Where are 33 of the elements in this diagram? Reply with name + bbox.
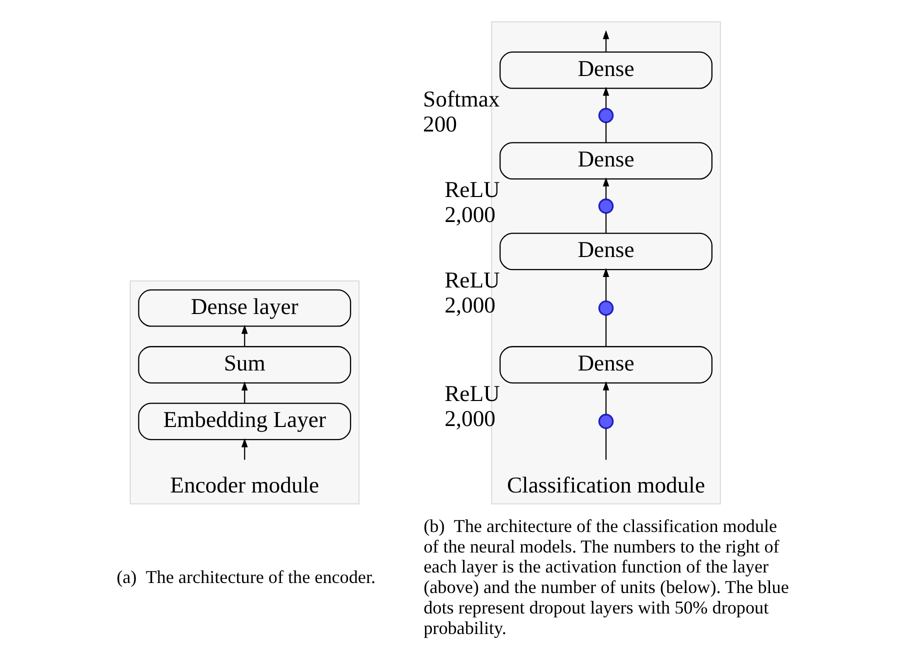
node-circle <box>598 300 614 316</box>
connector <box>604 213 606 234</box>
node-box: Dense <box>499 52 712 89</box>
arrow <box>240 438 248 460</box>
node-label: 2,000 <box>444 202 496 228</box>
connector <box>604 122 606 143</box>
label: (a) The architecture of the encoder. <box>116 566 376 587</box>
arrow <box>240 381 248 404</box>
arrow <box>602 177 609 200</box>
arrow <box>602 268 609 302</box>
arrow <box>602 30 609 52</box>
node-label: 2,000 <box>444 292 496 318</box>
node-circle <box>598 198 614 214</box>
node-box: Sum <box>138 346 351 384</box>
connector <box>604 315 606 346</box>
node-circle <box>598 108 614 124</box>
node-box: Embedding Layer <box>138 402 351 440</box>
connector <box>604 428 606 460</box>
label: (b) The architecture of the classification module of the neural models. The numbers to the right of each layer is the activation function of the layer (above) and the number of units (below). The blue dots represent dropout layers with 50% dropout probability. <box>423 516 788 638</box>
node-box: Dense <box>499 346 712 384</box>
node-box: Dense layer <box>138 289 351 327</box>
node-label: ReLU <box>444 268 500 293</box>
node-box: Dense <box>499 142 712 180</box>
arrow <box>240 324 248 346</box>
node-label: ReLU <box>444 381 500 406</box>
node-label: ReLU <box>444 177 500 202</box>
node-label: Softmax <box>422 86 500 112</box>
node-box: Dense <box>499 232 712 270</box>
node-circle <box>598 414 614 430</box>
arrow <box>602 381 609 414</box>
node-label: 200 <box>422 111 457 136</box>
arrow <box>602 86 609 108</box>
node-label: 2,000 <box>444 406 496 431</box>
